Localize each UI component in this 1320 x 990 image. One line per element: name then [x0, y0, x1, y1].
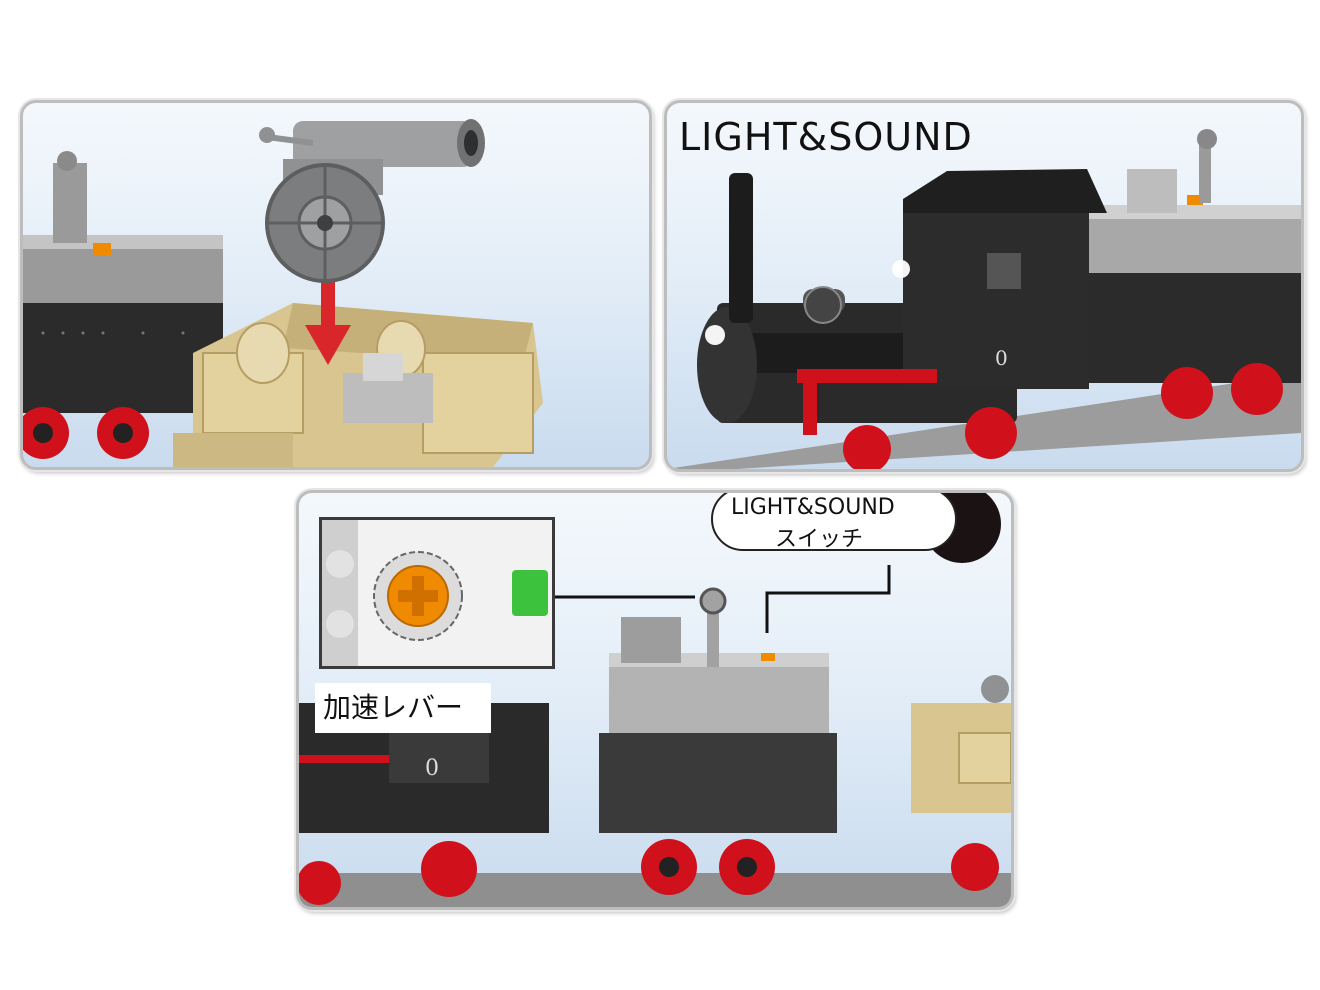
- tender-right: [1087, 129, 1301, 419]
- tan-wagon: [173, 303, 543, 467]
- battery-tender: [599, 587, 837, 895]
- loco-number: 0: [995, 346, 1008, 370]
- switch-inset: [319, 517, 555, 669]
- switch-dial-icon: [322, 520, 548, 666]
- panel-cannon-assembly: [20, 100, 652, 470]
- loco-number: 0: [425, 756, 439, 781]
- switch-callout-badge: LIGHT&SOUND スイッチ: [711, 493, 957, 552]
- light-sound-title: LIGHT&SOUND: [679, 115, 973, 159]
- switch-scene: 0: [299, 565, 1011, 907]
- cannon-icon: [259, 119, 485, 283]
- acceleration-lever-label: 加速レバー: [315, 683, 491, 733]
- panel-switch-detail: 0: [296, 490, 1014, 910]
- panel-light-sound: 0 LIGHT&SOUND: [664, 100, 1304, 472]
- tan-wagon-right: [911, 675, 1011, 891]
- tender-left: [23, 151, 223, 459]
- locomotive-scene: 0: [667, 129, 1301, 469]
- cannon-scene: [23, 119, 543, 467]
- switch-label-line2: スイッチ: [775, 527, 864, 552]
- callout-line-switch: [765, 565, 891, 633]
- switch-label-line1: LIGHT&SOUND: [731, 495, 895, 520]
- locomotive: 0: [697, 169, 1107, 469]
